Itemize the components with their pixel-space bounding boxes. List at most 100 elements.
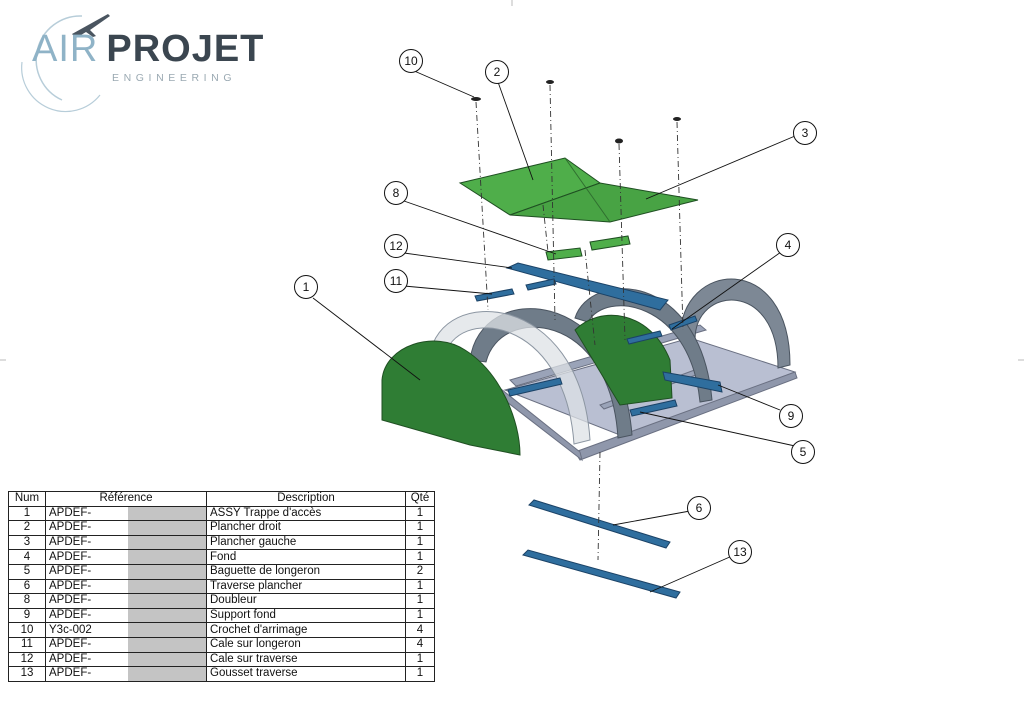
cell-num: 1 bbox=[8, 505, 46, 522]
cell-qty: 4 bbox=[405, 636, 435, 653]
header-desc: Description bbox=[206, 491, 406, 507]
cell-num: 12 bbox=[8, 651, 46, 668]
callout-6: 6 bbox=[696, 501, 703, 515]
logo-emblem bbox=[21, 14, 110, 113]
crossbar-gusset bbox=[522, 549, 681, 599]
callout-11: 11 bbox=[390, 274, 403, 288]
callout-3: 3 bbox=[802, 126, 809, 140]
arch-rear-right bbox=[679, 278, 791, 369]
floor-crossbar bbox=[528, 499, 671, 549]
callout-2: 2 bbox=[494, 65, 501, 79]
logo-tagline: ENGINEERING bbox=[112, 72, 237, 84]
redaction-block bbox=[128, 507, 206, 520]
cell-qty: 1 bbox=[405, 593, 435, 609]
header-qty: Qté bbox=[405, 491, 435, 507]
assembly-axes bbox=[475, 84, 684, 561]
spar-strip-a bbox=[507, 377, 563, 397]
callout-9: 9 bbox=[788, 409, 795, 423]
cell-desc: Plancher droit bbox=[206, 520, 406, 536]
green-panels bbox=[381, 157, 699, 456]
cell-qty: 1 bbox=[405, 520, 435, 536]
callout-10: 10 bbox=[404, 54, 418, 68]
cell-desc: Baguette de longeron bbox=[206, 563, 406, 580]
cell-num: 9 bbox=[8, 607, 46, 624]
leader-lines bbox=[312, 69, 796, 593]
redaction-block bbox=[128, 550, 206, 564]
redaction-block bbox=[128, 667, 206, 681]
cell-desc: Cale sur traverse bbox=[206, 651, 406, 668]
callout-12: 12 bbox=[389, 239, 403, 253]
cell-desc: Traverse plancher bbox=[206, 578, 406, 595]
cell-ref: APDEF- bbox=[45, 534, 207, 551]
cell-desc: Cale sur longeron bbox=[206, 636, 406, 653]
airplane-icon bbox=[72, 14, 110, 38]
cell-qty: 1 bbox=[405, 607, 435, 624]
tie-down-hooks bbox=[471, 80, 681, 144]
redaction-block bbox=[128, 638, 206, 652]
doubler-piece bbox=[545, 247, 583, 261]
cell-ref: Y3c-002 bbox=[45, 622, 207, 638]
callout-8: 8 bbox=[393, 186, 400, 200]
callout-1: 1 bbox=[303, 280, 310, 294]
cell-qty: 1 bbox=[405, 666, 435, 682]
floor-plate-left bbox=[509, 182, 699, 223]
cell-desc: Doubleur bbox=[206, 593, 406, 609]
header-num: Num bbox=[8, 491, 46, 507]
bottom-support bbox=[662, 371, 723, 393]
cell-desc: Plancher gauche bbox=[206, 534, 406, 551]
redaction-block bbox=[128, 521, 206, 535]
hook-icon bbox=[546, 80, 554, 84]
callout-5: 5 bbox=[800, 445, 807, 459]
cell-desc: Support fond bbox=[206, 607, 406, 624]
cell-desc: Fond bbox=[206, 549, 406, 565]
cell-ref: APDEF- bbox=[45, 651, 207, 668]
cell-num: 2 bbox=[8, 520, 46, 536]
cell-qty: 1 bbox=[405, 534, 435, 551]
spar-strip-c bbox=[626, 330, 663, 345]
cell-ref: APDEF- bbox=[45, 636, 207, 653]
cell-qty: 2 bbox=[405, 563, 435, 580]
cell-num: 8 bbox=[8, 593, 46, 609]
callout-13: 13 bbox=[733, 545, 747, 559]
cell-ref: APDEF- bbox=[45, 666, 207, 682]
access-hatch-assembly bbox=[381, 340, 521, 456]
cell-ref: APDEF- bbox=[45, 578, 207, 595]
logo-word-projet: PROJET bbox=[106, 28, 265, 70]
hook-icon bbox=[673, 117, 681, 121]
cell-ref: APDEF- bbox=[45, 505, 207, 522]
blue-parts bbox=[474, 262, 723, 599]
header-ref: Référence bbox=[45, 491, 207, 507]
crossbar-shim bbox=[505, 262, 669, 311]
cell-qty: 1 bbox=[405, 651, 435, 668]
cell-num: 13 bbox=[8, 666, 46, 682]
logo-word-air: AIR bbox=[32, 28, 99, 70]
redaction-block bbox=[128, 565, 206, 579]
cell-qty: 1 bbox=[405, 578, 435, 595]
cell-desc: ASSY Trappe d'accès bbox=[206, 505, 406, 522]
cell-desc: Gousset traverse bbox=[206, 666, 406, 682]
arch-transparent bbox=[429, 310, 591, 445]
cell-num: 11 bbox=[8, 636, 46, 653]
redaction-block bbox=[128, 594, 206, 608]
cell-qty: 4 bbox=[405, 622, 435, 638]
table-header-row: Num Référence Description Qté bbox=[8, 491, 435, 507]
spar-shim-a bbox=[474, 288, 515, 302]
callout-bubbles bbox=[294, 49, 817, 564]
redaction-block bbox=[128, 536, 206, 549]
cell-ref: APDEF- bbox=[45, 520, 207, 536]
redaction-block bbox=[128, 623, 206, 637]
hook-icon bbox=[471, 97, 481, 101]
